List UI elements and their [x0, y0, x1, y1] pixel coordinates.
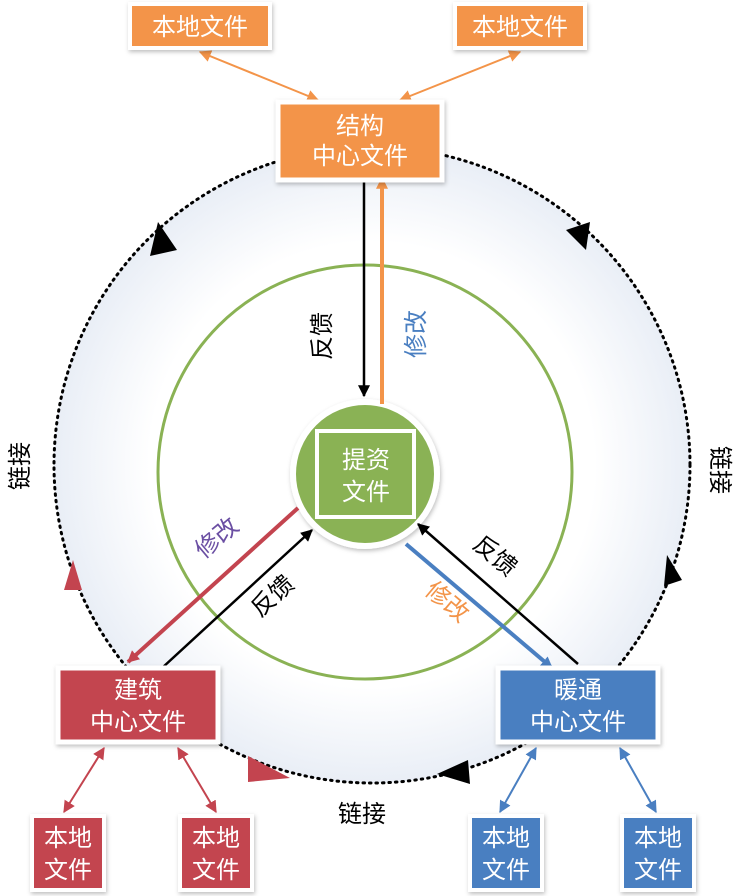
structure-feedback-label: 反馈 [308, 312, 336, 360]
structure-local-file-right[interactable]: 本地文件 [453, 2, 587, 50]
architecture-center-file[interactable]: 建筑 中心文件 [55, 665, 221, 745]
ring-arrow-bottom-left [248, 756, 290, 782]
local-file-line2: 文件 [634, 856, 682, 884]
structure-local-file-left[interactable]: 本地文件 [128, 2, 272, 50]
hvac-feedback-arrow [417, 523, 579, 665]
hvac-center-line2: 中心文件 [530, 708, 626, 736]
structure-modify-label: 修改 [402, 310, 430, 358]
structure-local-arrow-right [398, 50, 522, 102]
ring-arrow-bottom-right [437, 760, 470, 784]
local-file-label: 本地文件 [472, 13, 568, 41]
structure-local-arrow-left [198, 50, 320, 102]
architecture-center-line2: 中心文件 [90, 708, 186, 736]
architecture-local-file-right[interactable]: 本地 文件 [178, 814, 254, 892]
ring-arrow-left [64, 560, 82, 590]
local-file-line2: 文件 [192, 856, 240, 884]
structure-center-line1: 结构 [336, 112, 384, 140]
submission-node-box [315, 429, 416, 519]
local-file-line1: 本地 [44, 824, 92, 852]
structure-center-line2: 中心文件 [312, 142, 408, 170]
architecture-local-arrow-left [63, 746, 105, 814]
local-file-line1: 本地 [482, 824, 530, 852]
structure-center-file[interactable]: 结构 中心文件 [275, 99, 445, 183]
architecture-local-file-left[interactable]: 本地 文件 [30, 814, 106, 892]
hvac-modify-arrow [404, 542, 554, 670]
hvac-local-file-left[interactable]: 本地 文件 [468, 814, 544, 892]
ring-arrow-right [664, 555, 682, 586]
submission-label-line1: 提资 [342, 446, 390, 474]
link-label-bottom: 链接 [338, 800, 386, 828]
local-file-line2: 文件 [44, 856, 92, 884]
hvac-local-arrow-right [619, 746, 657, 814]
link-label-right: 链接 [706, 446, 734, 494]
ring-arrow-top-right [566, 222, 590, 250]
hvac-local-arrow-left [499, 746, 537, 814]
hvac-local-file-right[interactable]: 本地 文件 [620, 814, 696, 892]
local-file-line1: 本地 [634, 824, 682, 852]
architecture-feedback-arrow [161, 529, 313, 669]
hvac-center-file[interactable]: 暖通 中心文件 [495, 665, 661, 745]
ring-arrow-top-left [150, 222, 177, 256]
local-file-label: 本地文件 [152, 13, 248, 41]
architecture-local-arrow-right [177, 746, 217, 814]
link-label-left: 链接 [6, 442, 34, 490]
submission-label-line2: 文件 [342, 478, 390, 506]
local-file-line1: 本地 [192, 824, 240, 852]
architecture-center-line1: 建筑 [114, 676, 162, 704]
local-file-line2: 文件 [482, 856, 530, 884]
architecture-modify-arrow [126, 506, 300, 664]
hvac-center-line1: 暖通 [554, 676, 602, 704]
